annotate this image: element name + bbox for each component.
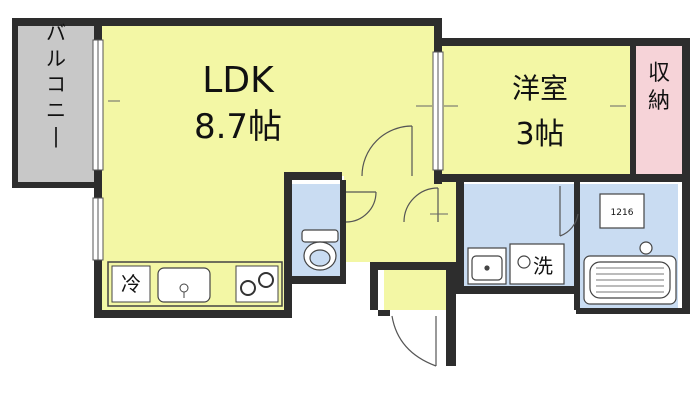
closet [636,44,682,174]
windows [92,39,444,261]
closet-label: 収納 [648,61,670,114]
wash-basin [467,247,507,285]
kitchen-sink [157,267,211,303]
ldk-size: 8.7帖 [194,107,282,147]
bathtub [583,193,677,305]
balcony [18,26,94,184]
hallway [344,176,458,262]
western-room-name: 洋室 [512,72,568,105]
toilet-fixture [301,229,339,271]
fridge-label: 冷 [121,272,141,296]
washer-pan [509,243,565,285]
bath-size-label: 1216 [611,208,634,218]
burner-right [258,272,274,288]
balcony-label: バルコニ| [46,21,66,147]
entrance [384,270,446,310]
kitchen-counter [107,261,283,307]
washer-label: 洗 [533,254,553,278]
western-room [442,44,630,174]
western-room-size: 3帖 [515,117,564,152]
burner-left [240,280,256,296]
doors [345,125,579,367]
ldk-room [102,26,436,176]
ldk-name: LDK [202,60,275,101]
tick-marks [108,100,626,215]
